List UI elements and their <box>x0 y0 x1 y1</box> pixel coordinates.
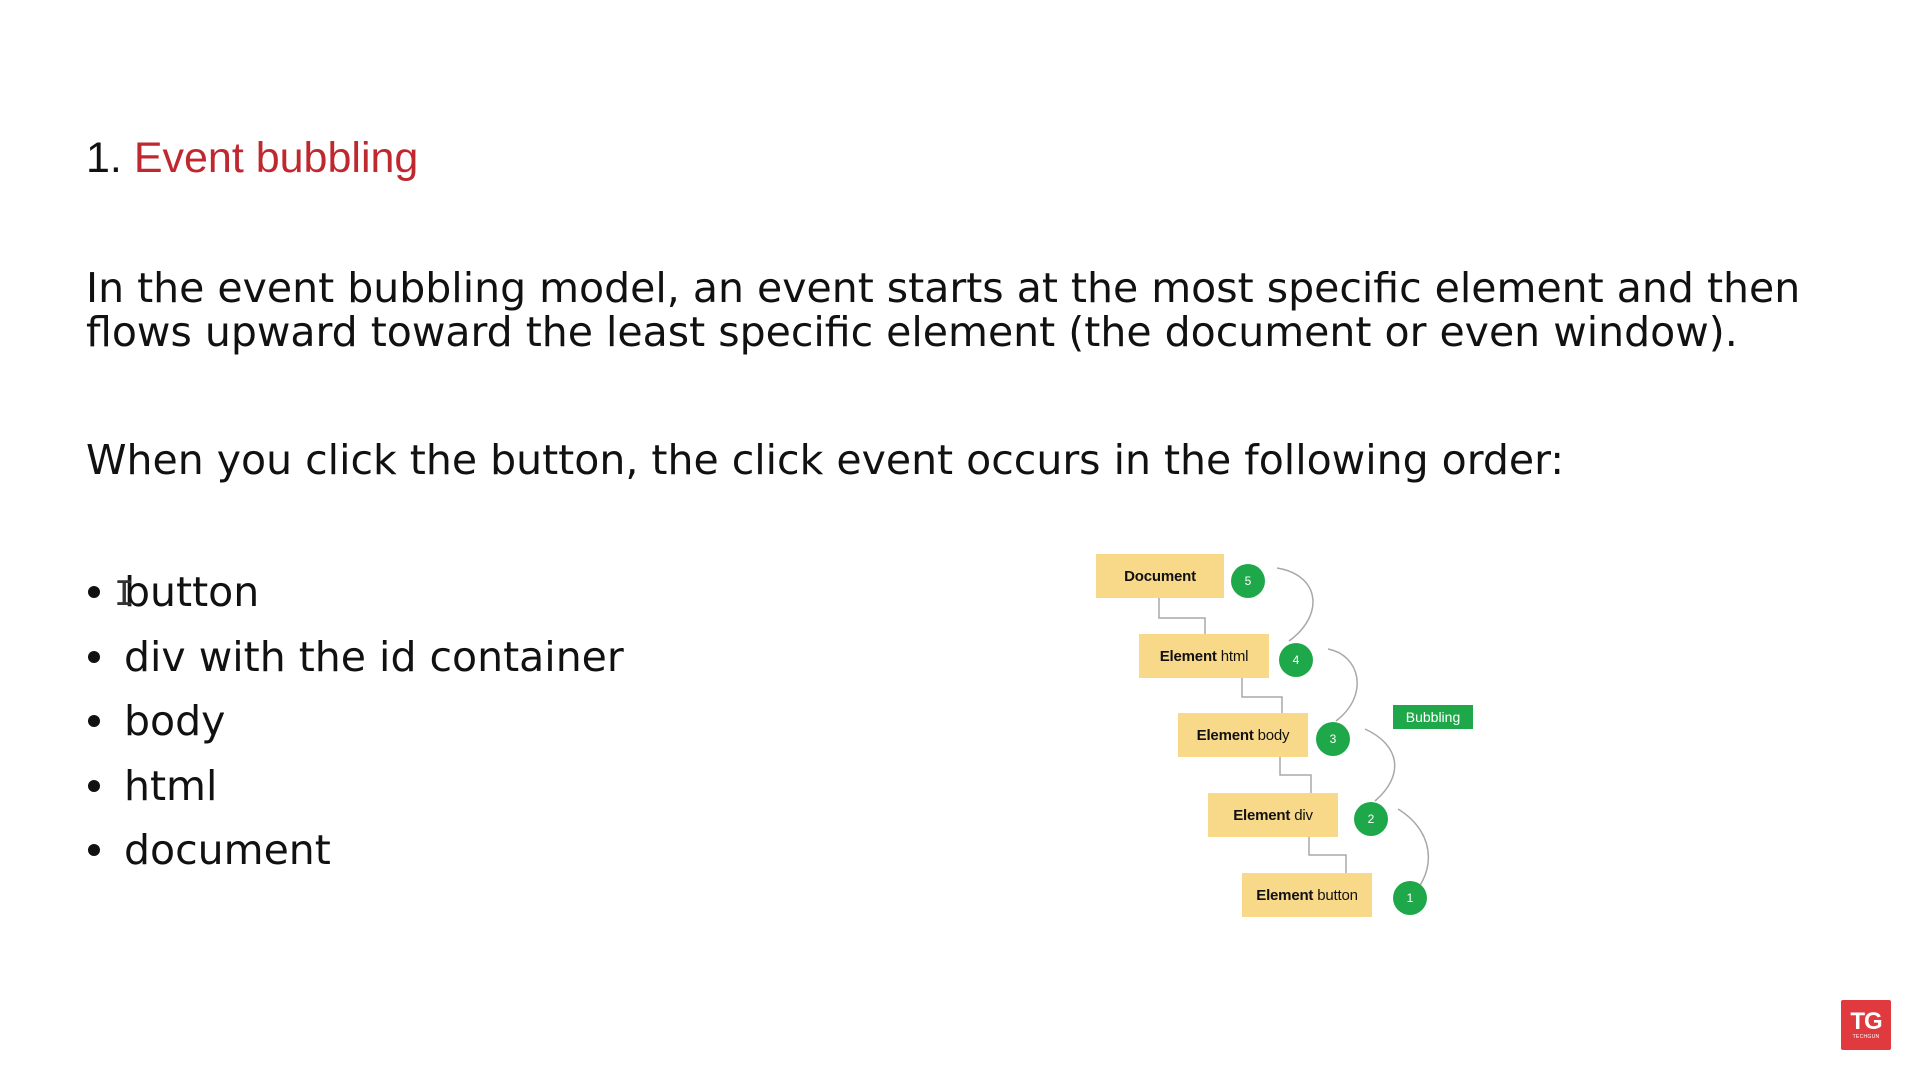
tree-connector <box>1158 589 1206 636</box>
node-document: Document <box>1096 554 1224 598</box>
step-badge: 1 <box>1393 881 1427 915</box>
logo-wordmark: TECHGUN <box>1852 1033 1880 1040</box>
step-badge: 4 <box>1279 643 1313 677</box>
techgun-logo-icon: TG TECHGUN <box>1841 1000 1891 1050</box>
text-cursor-icon: I <box>114 574 135 614</box>
bullet-icon <box>88 779 100 792</box>
list-item: html <box>86 754 624 819</box>
list-item-text: div with the id container <box>124 632 624 681</box>
intro-line-1: In the event bubbling model, an event st… <box>86 264 1801 312</box>
step-badge: 5 <box>1231 564 1265 598</box>
node-sublabel: button <box>1317 886 1358 904</box>
tree-connector <box>1279 748 1312 795</box>
heading-title: Event bubbling <box>133 134 419 182</box>
list-item: body <box>86 689 624 754</box>
intro-paragraph: In the event bubbling model, an event st… <box>86 266 1866 354</box>
tree-connector <box>1241 669 1283 715</box>
node-sublabel: div <box>1294 806 1313 824</box>
node-label: Document <box>1124 567 1196 585</box>
node-sublabel: html <box>1220 647 1249 665</box>
list-item: button <box>86 560 624 625</box>
list-item: div with the id container <box>86 625 624 690</box>
node-label: Element <box>1159 647 1217 665</box>
step-badge: 3 <box>1316 722 1350 756</box>
bubbling-arc <box>1327 648 1358 722</box>
intro-line-2: flows upward toward the least specific e… <box>86 308 1738 356</box>
step-badge: 2 <box>1354 802 1388 836</box>
heading-number: 1. <box>86 134 122 182</box>
list-item: document <box>86 818 624 883</box>
bullet-icon <box>88 586 100 599</box>
bubbling-arc <box>1364 728 1396 802</box>
node-label: Element <box>1256 886 1314 904</box>
tree-connector <box>1308 828 1347 874</box>
bubbling-arc <box>1276 567 1314 642</box>
node-label: Element <box>1233 806 1291 824</box>
list-item-text: button <box>124 568 260 616</box>
bullet-icon <box>88 650 100 663</box>
list-item-text: html <box>124 761 218 810</box>
list-item-text: document <box>124 826 331 874</box>
bubbling-label: Bubbling <box>1393 705 1473 729</box>
bullet-icon <box>88 844 100 857</box>
slide-heading: 1. Event bubbling <box>86 130 418 186</box>
order-paragraph: When you click the button, the click eve… <box>86 436 1565 484</box>
node-sublabel: body <box>1257 726 1290 744</box>
list-item-text: body <box>124 697 226 745</box>
event-order-list: button div with the id container body ht… <box>86 560 624 883</box>
logo-initials: TG <box>1850 1007 1882 1035</box>
bullet-icon <box>88 715 100 728</box>
node-label: Element <box>1196 726 1254 744</box>
